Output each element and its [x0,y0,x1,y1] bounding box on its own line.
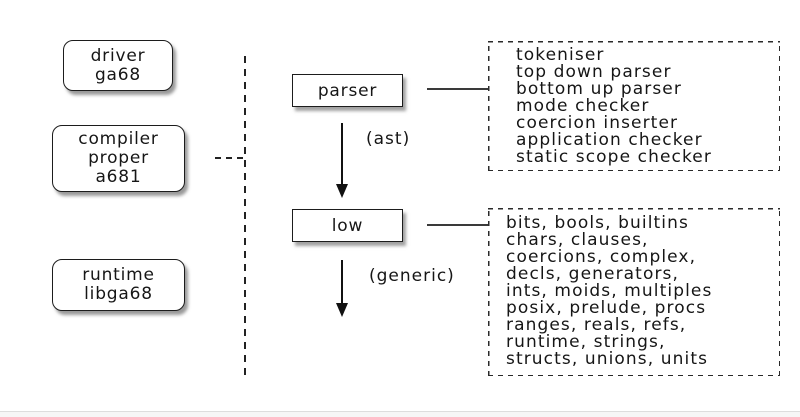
low-module-item: bits, bools, builtins [506,213,689,233]
stage-box-parser: parser [292,74,403,107]
frame-bottom-edge [0,411,800,417]
left-box-driver: driver ga68 [63,40,173,91]
parser-component-item: tokeniser [516,45,605,65]
low-module-item: chars, clauses, [506,230,649,250]
generic-arrow-label: (generic) [369,266,455,286]
compiler-label-line: compiler [78,129,159,149]
low-label: low [331,215,364,236]
parser-component-item: static scope checker [516,147,712,167]
parser-detail-connector-line [427,88,488,90]
arrow-parser-to-low-shaft [341,123,343,186]
arrow-low-output-head [336,303,348,317]
low-module-item: decls, generators, [506,264,679,284]
runtime-label-line: runtime [82,265,155,285]
low-module-item: ints, moids, multiples [506,281,713,301]
driver-label-line: ga68 [94,64,142,85]
low-module-item: posix, prelude, procs [506,298,707,318]
low-module-item: ranges, reals, refs, [506,315,687,335]
parser-component-item: top down parser [516,62,672,82]
parser-component-item: coercion inserter [516,113,679,133]
group-boundary-dashed-line [244,56,246,377]
left-box-runtime: runtime libga68 [52,259,185,311]
low-module-item: structs, unions, units [506,349,709,369]
driver-label-line: driver [90,45,146,66]
stage-box-low: low [292,209,403,242]
compiler-label-line: a681 [95,167,142,187]
parser-component-item: mode checker [516,96,650,116]
low-module-item: coercions, complex, [506,247,697,267]
low-module-item: runtime, strings, [506,332,666,352]
compiler-group-connector-dashed-line [215,157,247,159]
detail-box-parser-components: tokeniser top down parser bottom up pars… [488,41,780,171]
left-box-compiler-proper: compiler proper a681 [52,125,185,192]
ast-arrow-label: (ast) [366,129,411,149]
detail-box-low-modules: bits, bools, builtins chars, clauses, co… [488,208,780,376]
arrow-parser-to-low-head [336,184,348,198]
compiler-label-line: proper [88,148,149,168]
arrow-low-output-shaft [341,260,343,305]
runtime-label-line: libga68 [84,284,153,304]
parser-component-item: application checker [516,130,703,150]
parser-component-item: bottom up parser [516,79,682,99]
parser-label: parser [317,80,378,101]
low-detail-connector-line [427,224,488,226]
